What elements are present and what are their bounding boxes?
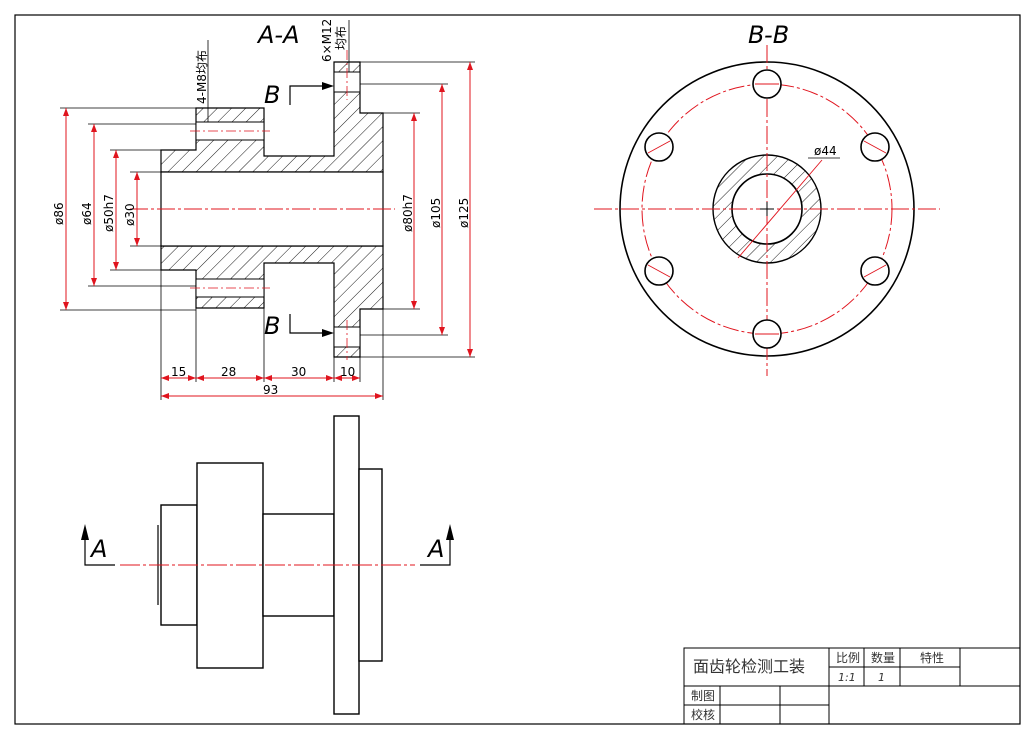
dim-d86: ø86 <box>52 202 66 225</box>
cut-mark-a-right: A <box>426 535 444 563</box>
dim-d80h7: ø80h7 <box>401 194 415 232</box>
dim-len-15: 15 <box>171 365 186 379</box>
note-m12-distribution: 均布 <box>334 26 348 50</box>
scale-label: 比例 <box>836 651 860 665</box>
title-block <box>683 647 1021 725</box>
section-bb-title: B-B <box>748 21 789 49</box>
section-aa-title: A-A <box>256 21 300 49</box>
dim-d30: ø30 <box>123 203 137 226</box>
dim-d64: ø64 <box>80 202 94 225</box>
dim-len-28: 28 <box>221 365 236 379</box>
drawn-by-label: 制图 <box>691 689 715 703</box>
section-bb-view: B-B ø44 <box>594 21 940 376</box>
cut-mark-a-left: A <box>89 535 107 563</box>
dim-d44: ø44 <box>814 144 837 158</box>
scale-value: 1:1 <box>838 671 856 684</box>
checked-by-label: 校核 <box>691 707 715 722</box>
quantity-label: 数量 <box>871 650 895 665</box>
note-m12-holes: 6×M12 <box>320 19 334 62</box>
dim-len-93: 93 <box>263 383 278 397</box>
sheet-border <box>14 14 1021 725</box>
quantity-value: 1 <box>878 671 885 684</box>
dim-d125: ø125 <box>457 198 471 228</box>
cut-mark-b-top: B <box>264 81 280 109</box>
section-aa-view: A-A <box>52 19 475 400</box>
note-m8-holes: 4-M8均布 <box>195 50 209 104</box>
dim-d50h7: ø50h7 <box>102 194 116 232</box>
dim-len-10: 10 <box>340 365 355 379</box>
cut-mark-b-bottom: B <box>264 312 280 340</box>
property-label: 特性 <box>920 650 944 665</box>
dim-len-30: 30 <box>291 365 306 379</box>
dim-d105: ø105 <box>429 198 443 228</box>
part-name: 面齿轮检测工装 <box>693 657 805 676</box>
cut-mark-a: A A <box>81 524 454 566</box>
